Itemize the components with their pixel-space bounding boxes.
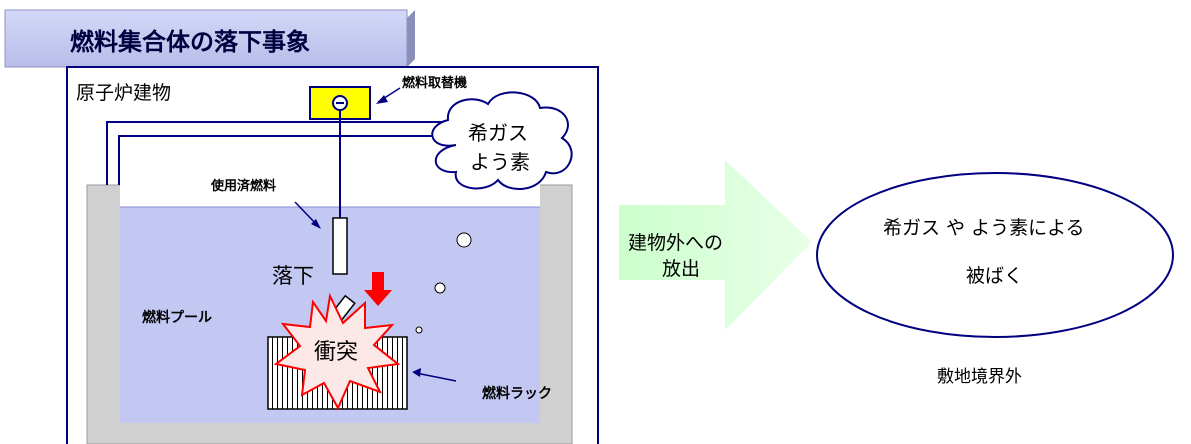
- refueling-machine: [309, 86, 371, 218]
- release-text-line2: 放出: [662, 258, 701, 280]
- drop-arrow: [364, 272, 392, 306]
- bubble: [434, 282, 446, 294]
- exposure-ellipse: [816, 172, 1174, 338]
- spent-fuel-assembly: [332, 217, 348, 275]
- machine-pointer-arrowhead: [376, 95, 388, 104]
- exposure-text-line2: 被ばく: [966, 265, 1024, 287]
- page-title: 燃料集合体の落下事象: [70, 28, 310, 56]
- cloud-text-iodine: よう素: [470, 150, 530, 174]
- fuel-rack-label: 燃料ラック: [482, 386, 552, 402]
- fuel-rack-pointer-arrowhead: [412, 368, 421, 377]
- collision-burst: [273, 292, 401, 411]
- bubble: [415, 326, 423, 334]
- title-band: [4, 9, 415, 68]
- building-label: 原子炉建物: [76, 82, 172, 104]
- refueling-machine-label: 燃料取替機: [402, 76, 468, 91]
- fuel-rack-pointer: [415, 372, 457, 382]
- exposure-text-line1: 希ガス や よう素による: [883, 217, 1085, 239]
- drop-label: 落下: [272, 264, 314, 288]
- spent-fuel-label: 使用済燃料: [211, 179, 277, 194]
- cloud-text-gas: 希ガス: [468, 121, 528, 145]
- gas-cloud: [431, 91, 573, 191]
- release-text-line1: 建物外への: [628, 232, 724, 254]
- collision-label: 衝突: [314, 340, 359, 365]
- site-boundary-label: 敷地境界外: [937, 367, 1022, 387]
- bubble: [456, 232, 472, 248]
- pool-label: 燃料プール: [142, 310, 212, 326]
- release-arrow: [619, 160, 812, 330]
- spent-fuel-pointer-arrowhead: [311, 219, 321, 229]
- reactor-building: [66, 66, 599, 444]
